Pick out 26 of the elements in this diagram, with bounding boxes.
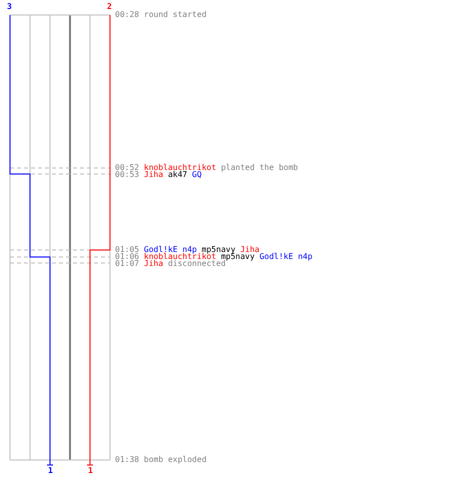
event-text: round started bbox=[144, 10, 207, 19]
player-name: Jiha bbox=[240, 245, 260, 254]
player-name: Godl!kE n4p bbox=[144, 245, 197, 254]
weapon-name: mp5navy bbox=[220, 252, 255, 261]
player-name: knoblauchtrikot bbox=[144, 163, 216, 172]
timestamp: 00:53 bbox=[115, 170, 140, 179]
player-name: Jiha bbox=[144, 170, 164, 179]
player-name: Jiha bbox=[144, 259, 164, 268]
player-name: Godl!kE n4p bbox=[259, 252, 312, 261]
weapon-name: mp5navy bbox=[202, 245, 236, 254]
timestamp: 01:05 bbox=[115, 245, 140, 254]
player-count: 1 bbox=[48, 467, 53, 475]
timestamp: 00:28 bbox=[115, 10, 140, 19]
weapon-name: ak47 bbox=[168, 170, 188, 179]
player-count: 3 bbox=[7, 3, 12, 11]
event-text: disconnected bbox=[168, 259, 226, 268]
timestamp: 00:52 bbox=[115, 163, 140, 172]
event-text: planted the bomb bbox=[220, 163, 298, 172]
event-text: bomb exploded bbox=[144, 455, 207, 464]
player-count: 2 bbox=[107, 3, 112, 11]
timestamp: 01:07 bbox=[115, 259, 140, 268]
player-count: 1 bbox=[88, 467, 93, 475]
timestamp: 01:06 bbox=[115, 252, 140, 261]
player-name: knoblauchtrikot bbox=[144, 252, 216, 261]
timestamp: 01:38 bbox=[115, 455, 140, 464]
player-name: GQ bbox=[192, 170, 202, 179]
